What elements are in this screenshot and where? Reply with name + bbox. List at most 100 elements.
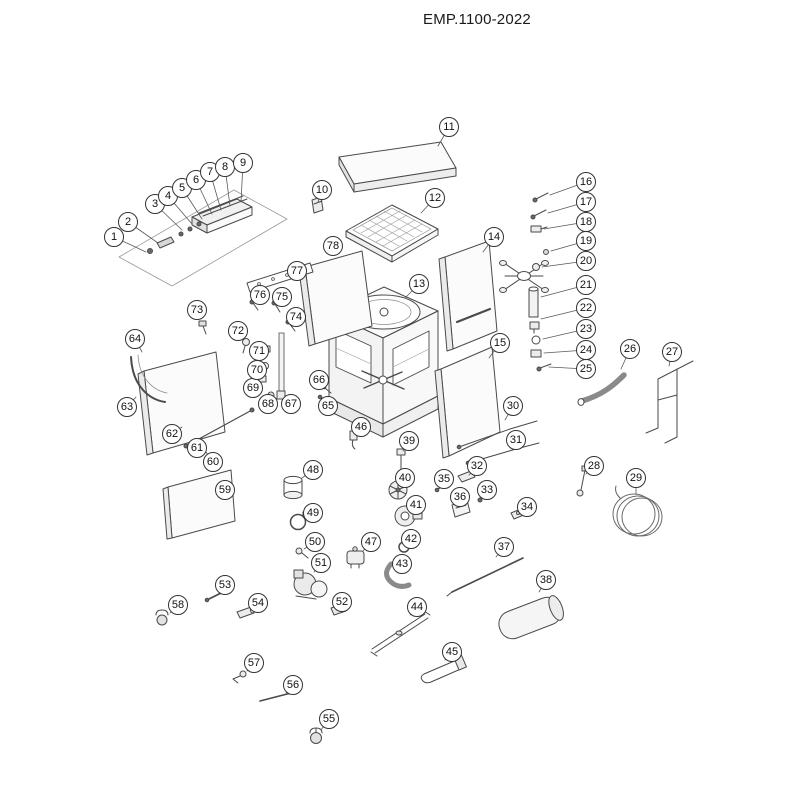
callout-77: 77 <box>287 261 307 281</box>
part-sensor-57 <box>232 670 247 684</box>
callout-71: 71 <box>249 341 269 361</box>
part-cup-48 <box>283 475 303 500</box>
part-panel-right-rear-14 <box>438 240 498 352</box>
callout-75: 75 <box>272 287 292 307</box>
part-pump-assembly-51 <box>293 569 328 600</box>
part-fitting-18 <box>530 225 548 233</box>
callout-27: 27 <box>662 342 682 362</box>
callout-20: 20 <box>576 251 596 271</box>
callout-1: 1 <box>104 227 124 247</box>
callout-10: 10 <box>312 180 332 200</box>
callout-24: 24 <box>576 340 596 360</box>
callout-45: 45 <box>442 642 462 662</box>
callout-8: 8 <box>215 157 235 177</box>
callout-47: 47 <box>361 532 381 552</box>
part-switch-47 <box>346 546 365 569</box>
part-hub-20b <box>532 263 540 271</box>
callout-13: 13 <box>409 274 429 294</box>
callout-14: 14 <box>484 227 504 247</box>
callout-37: 37 <box>494 537 514 557</box>
part-drain-pipe-26 <box>577 372 627 406</box>
part-lid-11 <box>338 141 457 193</box>
part-rod-37 <box>446 557 524 597</box>
callout-36: 36 <box>450 487 470 507</box>
callout-34: 34 <box>517 497 537 517</box>
callout-28: 28 <box>584 456 604 476</box>
callout-66: 66 <box>309 370 329 390</box>
callout-26: 26 <box>620 339 640 359</box>
callout-18: 18 <box>576 212 596 232</box>
callout-17: 17 <box>576 192 596 212</box>
callout-22: 22 <box>576 298 596 318</box>
part-basket-12 <box>345 204 439 263</box>
callout-35: 35 <box>434 469 454 489</box>
callout-50: 50 <box>305 532 325 552</box>
callout-33: 33 <box>477 480 497 500</box>
callout-21: 21 <box>576 275 596 295</box>
part-screw-16 <box>532 192 549 203</box>
callout-69: 69 <box>243 378 263 398</box>
part-curved-trim-63 <box>130 354 168 403</box>
part-wire-30 <box>456 420 538 450</box>
callout-49: 49 <box>303 503 323 523</box>
callout-56: 56 <box>283 675 303 695</box>
callout-65: 65 <box>318 396 338 416</box>
callout-2: 2 <box>118 212 138 232</box>
part-control-assembly <box>118 189 288 287</box>
callout-58: 58 <box>168 595 188 615</box>
part-ring-23 <box>531 335 541 345</box>
callout-23: 23 <box>576 319 596 339</box>
callout-15: 15 <box>490 333 510 353</box>
callout-42: 42 <box>401 529 421 549</box>
callout-30: 30 <box>503 396 523 416</box>
callout-12: 12 <box>425 188 445 208</box>
callout-53: 53 <box>215 575 235 595</box>
callout-41: 41 <box>406 495 426 515</box>
callout-54: 54 <box>248 593 268 613</box>
callout-59: 59 <box>215 480 235 500</box>
callout-39: 39 <box>399 431 419 451</box>
part-tube-21 <box>528 286 539 318</box>
part-elbow-hose-43 <box>384 561 412 589</box>
part-rod-56 <box>259 692 292 702</box>
callout-9: 9 <box>233 153 253 173</box>
callout-25: 25 <box>576 359 596 379</box>
callout-16: 16 <box>576 172 596 192</box>
callout-61: 61 <box>187 438 207 458</box>
callout-19: 19 <box>576 231 596 251</box>
callout-38: 38 <box>536 570 556 590</box>
callout-78: 78 <box>323 236 343 256</box>
part-tube-44 <box>370 610 431 657</box>
callout-43: 43 <box>392 554 412 574</box>
part-screw-25 <box>536 363 552 372</box>
callout-32: 32 <box>467 456 487 476</box>
part-probe-50 <box>295 547 309 559</box>
callout-73: 73 <box>187 300 207 320</box>
part-bolt-73 <box>198 320 207 335</box>
callout-57: 57 <box>244 653 264 673</box>
callout-46: 46 <box>351 417 371 437</box>
callout-70: 70 <box>247 360 267 380</box>
callout-52: 52 <box>332 592 352 612</box>
callout-40: 40 <box>395 468 415 488</box>
callout-62: 62 <box>162 424 182 444</box>
callout-67: 67 <box>281 394 301 414</box>
callout-51: 51 <box>311 553 331 573</box>
part-screw-17 <box>530 209 547 220</box>
part-stand-27 <box>645 360 694 444</box>
callout-11: 11 <box>439 117 459 137</box>
part-caster-55 <box>309 727 323 744</box>
part-valve-72 <box>242 338 250 354</box>
callout-48: 48 <box>303 460 323 480</box>
callout-31: 31 <box>506 430 526 450</box>
callout-55: 55 <box>319 709 339 729</box>
part-caster-58 <box>155 609 169 626</box>
part-fitting-24 <box>530 349 542 358</box>
callout-76: 76 <box>250 285 270 305</box>
callout-74: 74 <box>286 307 306 327</box>
part-cylinder-38 <box>498 595 564 640</box>
part-nut-19 <box>543 249 549 255</box>
callout-29: 29 <box>626 468 646 488</box>
